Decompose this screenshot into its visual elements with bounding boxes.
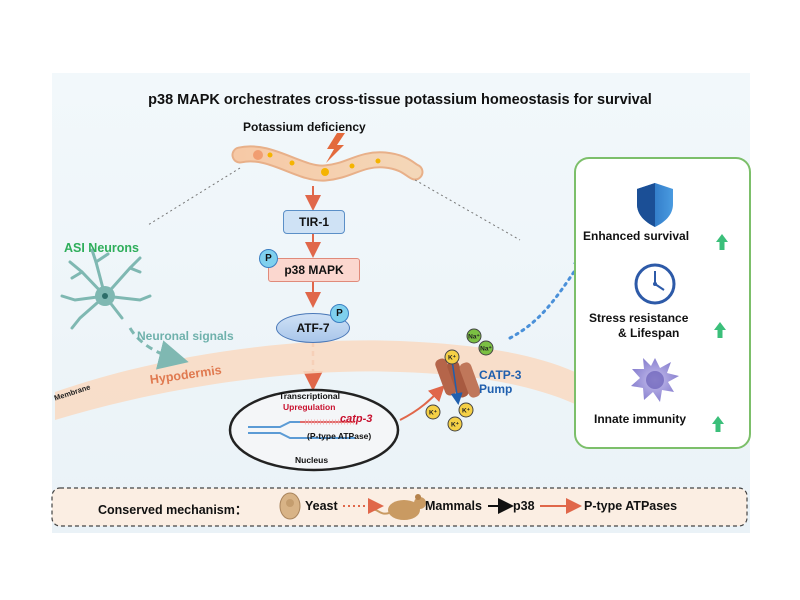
svg-text:K⁺: K⁺ <box>451 422 460 429</box>
phospho-badge: P <box>259 249 278 268</box>
svg-text:K⁺: K⁺ <box>429 410 438 417</box>
svg-text:K⁺: K⁺ <box>462 408 471 415</box>
diagram-title: p38 MAPK orchestrates cross-tissue potas… <box>148 92 652 108</box>
gene-desc-label: (P-type ATPase) <box>307 431 372 441</box>
outcome-survival-label: Enhanced survival <box>583 229 690 243</box>
yeast-label: Yeast <box>305 499 338 513</box>
clock-icon <box>634 263 676 305</box>
dna-icon <box>248 419 355 439</box>
outcome-lifespan-label: & Lifespan <box>618 326 680 340</box>
nucleus-label: Nucleus <box>295 455 329 465</box>
na-ion <box>478 340 494 356</box>
mammals-label: Mammals <box>425 499 482 513</box>
svg-text:K⁺: K⁺ <box>448 355 457 362</box>
neuronal-signals-label: Neuronal signals <box>137 329 234 343</box>
svg-text:Na⁺: Na⁺ <box>480 346 492 353</box>
asi-neurons-label: ASI Neurons <box>64 241 140 255</box>
k-ion <box>447 416 463 432</box>
k-ion <box>444 349 460 365</box>
na-ion <box>466 328 482 344</box>
lightning-icon <box>326 133 345 163</box>
conserved-label: Conserved mechanism： <box>98 503 248 517</box>
p38-box: p38 MAPK <box>268 258 360 282</box>
tir1-box: TIR-1 <box>283 210 345 234</box>
atpases-label: P-type ATPases <box>584 499 678 513</box>
transcriptional-label: Transcriptional <box>279 391 340 401</box>
upregulation-label: Upregulation <box>283 402 336 412</box>
pump-label: Pump <box>479 382 513 396</box>
k-ion <box>458 402 474 418</box>
nucleus-shape <box>228 388 400 472</box>
k-ion <box>425 404 441 420</box>
outcome-immunity-label: Innate immunity <box>594 412 687 426</box>
phospho-badge: P <box>330 304 349 323</box>
catp3-gene-label: catp-3 <box>340 413 373 425</box>
outcome-stress-label: Stress resistance <box>589 311 689 325</box>
immune-cell-icon <box>631 358 679 402</box>
ion-particles <box>425 328 494 432</box>
trigger-label: Potassium deficiency <box>243 120 366 134</box>
atf7-box: ATF-7 <box>276 313 350 343</box>
worm-illustration <box>231 145 424 182</box>
catp3-pump-icon <box>435 358 481 405</box>
catp3-pump-label: CATP-3 <box>479 368 522 382</box>
p38-conserved-label: p38 <box>513 499 535 513</box>
svg-text:Na⁺: Na⁺ <box>468 334 480 341</box>
